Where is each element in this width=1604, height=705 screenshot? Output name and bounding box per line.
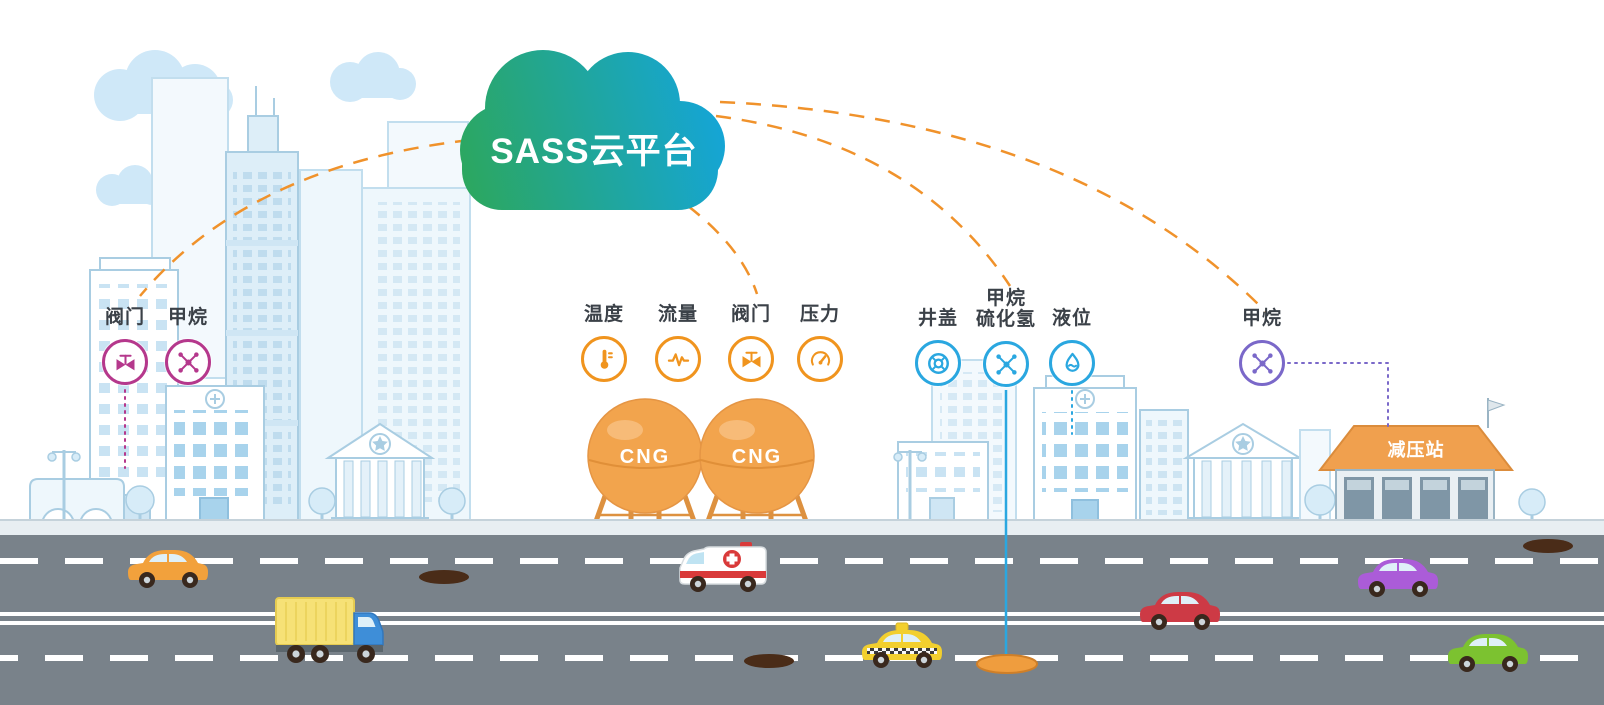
car-orange [128,550,208,588]
sensor-label: 液位 [1051,308,1092,329]
cng-tanks: CNG CNG [587,398,815,527]
link-curve-cng [687,205,759,295]
sensor-cng-flow: 流量 [655,304,701,382]
sensor-manhole [976,654,1038,674]
cloud-platform: SASS云平台 [460,50,725,210]
city-right [893,359,1546,526]
city-left [29,77,471,526]
sensor-pipeline-manhole: 井盖 [915,308,961,386]
sensor-pipeline-level: 液位 [1049,308,1095,386]
cloud-links [139,100,1267,313]
cloud-title: SASS云平台 [490,132,697,171]
sensor-label: 阀门 [730,304,771,325]
molecule-icon [995,353,1017,375]
valve-icon-circle [102,339,148,385]
sensor-city-valve: 阀门 [102,307,148,385]
sensor-label: 阀门 [104,307,145,328]
sensor-city-methane: 甲烷 [165,307,211,385]
molecule-icon-circle [165,339,211,385]
sensor-cng-valve: 阀门 [728,304,774,382]
sensor-label: 甲烷 [1241,308,1282,329]
molecule-icon-circle [1239,340,1285,386]
molecule-icon [1251,352,1273,374]
sensor-connectors [124,362,1389,674]
sensor-label: 甲烷 [167,307,208,328]
car-red [1140,592,1220,630]
car-purple [1358,559,1438,597]
sensor-cng-temperature: 温度 [581,304,627,382]
manhole-cover [419,570,469,584]
ambulance [679,542,767,592]
sensor-label: 井盖 [917,308,958,329]
vehicles [128,542,1528,672]
gauge-icon [810,350,830,366]
station-label: 减压站 [1388,439,1445,460]
valve-icon [742,351,760,367]
manhole-cover [1523,539,1573,553]
molecule-icon-circle [982,341,1029,387]
tank-label-1: CNG [620,446,670,468]
gauge-icon-circle [797,336,843,382]
valve-icon [116,354,134,370]
sensor-label: 甲烷 [985,288,1027,309]
link-curve-city [139,138,471,297]
link-curve-pipeline [715,114,1012,287]
taxi-yellow [862,622,942,668]
manhole-cover [744,654,794,668]
flow-icon-circle [655,336,701,382]
sensor-label: 流量 [657,304,698,325]
flow-icon [667,352,689,366]
level-icon-circle [1049,340,1095,386]
sensor-label: 压力 [799,304,840,325]
sensor-label: 温度 [583,304,624,325]
pressure-reduction-station: 减压站 [1317,398,1515,526]
sensor-pipeline-gas: 甲烷 硫化氢 [976,288,1036,387]
thermometer-icon-circle [581,336,627,382]
sensor-cng-pressure: 压力 [797,304,843,382]
sensor-label-line2: 硫化氢 [975,309,1037,330]
sensor-station-methane: 甲烷 [1239,308,1285,386]
level-icon [1065,352,1079,372]
road [0,519,1604,705]
link-curve-station [719,100,1267,313]
manhole-icon [927,352,949,374]
tank-label-2: CNG [732,446,782,468]
valve-icon-circle [728,336,774,382]
car-green [1448,634,1528,672]
thermometer-icon [600,349,613,369]
truck-yellow [275,597,384,663]
molecule-icon [177,351,199,373]
manhole-icon-circle [915,340,961,386]
